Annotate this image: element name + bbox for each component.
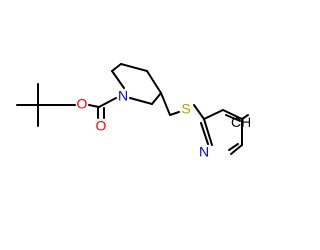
atom-o-ether: O [77, 96, 88, 112]
atom-o-carbonyl: O [96, 118, 107, 134]
bond [169, 111, 180, 116]
atom-n-piperidine: N [118, 88, 128, 104]
bond [120, 63, 148, 72]
bond [111, 63, 122, 72]
bond [193, 104, 205, 120]
bond [160, 92, 171, 116]
bond [146, 70, 162, 94]
bond [200, 122, 209, 145]
bond [203, 109, 224, 120]
bond [129, 97, 153, 105]
structure-canvas: O O N S N CH3 [16, 63, 250, 160]
pyridine-ring [200, 109, 249, 155]
methyl-label: CH [231, 114, 250, 130]
bond [203, 118, 213, 146]
carbamate-group [60, 97, 117, 119]
bond [230, 144, 243, 155]
bond [98, 97, 117, 108]
methylene-thio-linker [160, 92, 205, 120]
bond [111, 70, 125, 89]
tert-butyl-group [16, 83, 62, 127]
atom-n-pyridine: N [199, 144, 209, 160]
bond [222, 109, 243, 120]
molecule-diagram: O O N S N CH3 [16, 63, 250, 160]
atom-s-thioether: S [181, 101, 190, 117]
piperidine-ring [111, 63, 162, 105]
bond [88, 104, 100, 108]
bond [241, 114, 249, 120]
bond [151, 92, 162, 105]
bond [228, 143, 239, 151]
bond [225, 114, 241, 122]
atom-methyl: CH3 [231, 114, 250, 133]
